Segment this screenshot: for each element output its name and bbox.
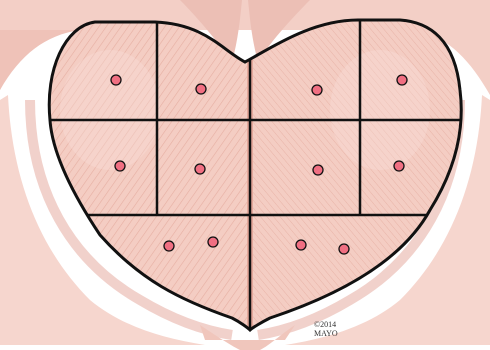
- sample-site: [312, 85, 322, 95]
- sample-site: [111, 75, 121, 85]
- sample-site: [313, 165, 323, 175]
- sample-site: [339, 244, 349, 254]
- sample-site: [394, 161, 404, 171]
- sample-site: [397, 75, 407, 85]
- sample-site: [195, 164, 205, 174]
- copyright-org: MAYO: [314, 329, 338, 338]
- sample-site: [296, 240, 306, 250]
- copyright-credit: ©2014 MAYO: [314, 320, 338, 338]
- sample-site: [115, 161, 125, 171]
- sample-site: [164, 241, 174, 251]
- sample-site: [196, 84, 206, 94]
- sample-site: [208, 237, 218, 247]
- copyright-year: ©2014: [314, 320, 338, 329]
